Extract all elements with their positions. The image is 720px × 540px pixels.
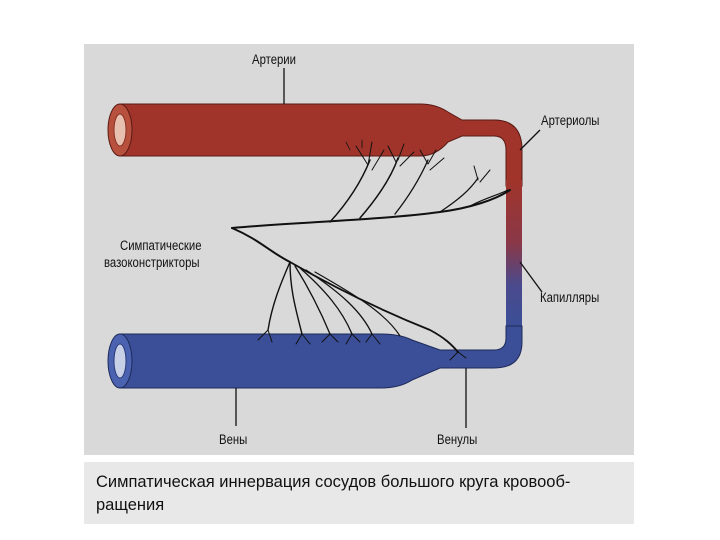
caption-line-1: Симпатическая иннервация сосудов большог… <box>96 472 570 492</box>
caption-line-2: ращения <box>96 495 164 515</box>
label-vasoconstrictors-line2: вазоконстрикторы <box>104 255 200 271</box>
label-arteries: Артерии <box>252 52 296 68</box>
vein-lumen <box>114 344 126 378</box>
label-capillaries: Капилляры <box>540 290 599 306</box>
label-vasoconstrictors-line1: Симпатические <box>120 238 202 254</box>
capillary-loop <box>506 180 522 330</box>
sympathetic-nerves <box>232 140 510 360</box>
artery-lumen <box>114 114 126 146</box>
label-veins: Вены <box>219 432 247 448</box>
label-arterioles: Артериолы <box>541 113 599 129</box>
label-venules: Венулы <box>437 432 477 448</box>
vein-vessel <box>120 326 522 388</box>
artery-vessel <box>120 104 522 186</box>
